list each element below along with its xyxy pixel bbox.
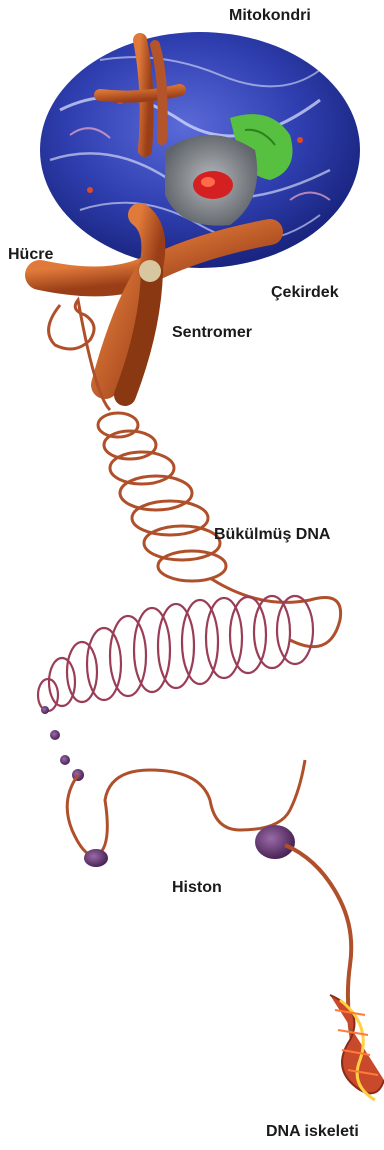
twisted-dna bbox=[38, 596, 313, 711]
histone-left bbox=[84, 849, 108, 867]
nucleus bbox=[165, 135, 257, 226]
label-centromere: Sentromer bbox=[172, 325, 252, 341]
label-dna-backbone: DNA iskeleti bbox=[266, 1124, 359, 1140]
dna-helix bbox=[330, 995, 384, 1100]
histone-right bbox=[255, 825, 295, 859]
label-cell: Hücre bbox=[8, 247, 53, 263]
label-mitochondria: Mitokondri bbox=[229, 8, 311, 24]
histone-beads-small bbox=[41, 706, 84, 781]
label-histone: Histon bbox=[172, 880, 222, 896]
label-coiled-dna: Bükülmüş DNA bbox=[214, 527, 330, 543]
label-nucleus: Çekirdek bbox=[271, 285, 339, 301]
